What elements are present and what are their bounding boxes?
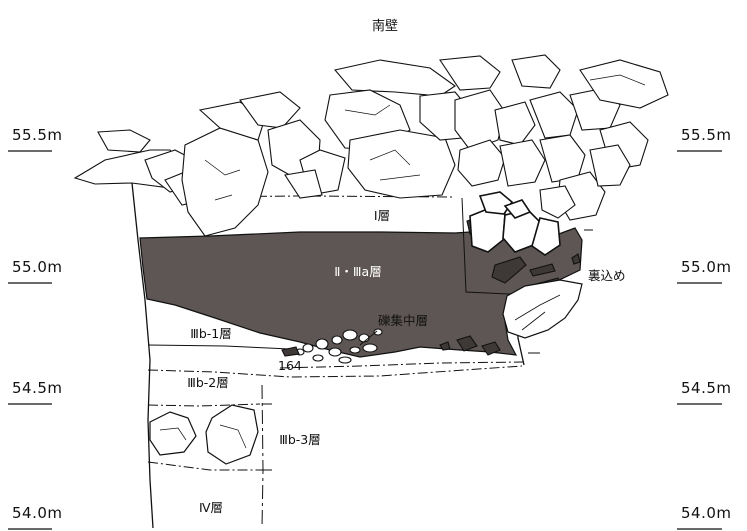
gravel-clasts [295,328,383,364]
layer-labels: Ⅰ層 Ⅱ・Ⅲa層 Ⅲb-1層 Ⅲb-2層 Ⅲb-3層 Ⅳ層 [187,208,390,515]
elevation-label-right-55-5: 55.5m [681,126,732,144]
elevation-scale-right: 55.5m 55.0m 54.5m 54.0m [677,126,732,530]
layer-3b3-stones [149,404,259,465]
elevation-label-right-54-5: 54.5m [681,379,732,397]
layer-3b3-stone-texture [159,424,247,449]
backfill-boulder [502,279,583,339]
surface-rubble-stones [73,54,669,237]
backfill-label: 裏込め [588,268,626,283]
elevation-label-right-54-0: 54.0m [681,504,732,522]
boulder-texture [514,294,561,331]
boundary-layer-3b2-top-wavy [279,361,525,369]
rubble-texture [204,74,646,201]
layer-2-3a-fill [139,227,583,358]
elevation-scale-left: 55.5m 55.0m 54.5m 54.0m [8,126,63,530]
gravel-layer-label: 礫集中層 [378,313,428,328]
backfill-inner-outline [461,197,511,295]
layer-label-2-3a: Ⅱ・Ⅲa層 [334,264,381,279]
boundary-layer-3b3-bottom [147,461,262,471]
layer-label-4: Ⅳ層 [199,500,223,515]
layer-label-3b1: Ⅲb-1層 [190,326,232,341]
boundary-layer-3b2-bottom [147,365,523,378]
elevation-label-left-54-0: 54.0m [12,504,63,522]
layer-label-3b3: Ⅲb-3層 [279,432,321,447]
boundary-layer-3b1-bottom [147,344,291,350]
boundary-layer-3b3-top [147,403,261,407]
layer-label-1: Ⅰ層 [374,208,390,223]
elevation-label-left-55-5: 55.5m [12,126,63,144]
elevation-label-left-55-0: 55.0m [12,258,63,276]
backfill-stones [469,191,561,256]
layer-label-3b2: Ⅲb-2層 [187,375,229,390]
elevation-label-right-55-0: 55.0m [681,258,732,276]
drawing-title: 南壁 [372,18,398,34]
annotations: 礫集中層 裏込め 164 [278,268,626,373]
elevation-label-left-54-5: 54.5m [12,379,63,397]
sample-number-label: 164 [278,358,302,373]
gravel-layer-leader [359,330,378,346]
boundary-vertical-dashed [261,384,264,529]
